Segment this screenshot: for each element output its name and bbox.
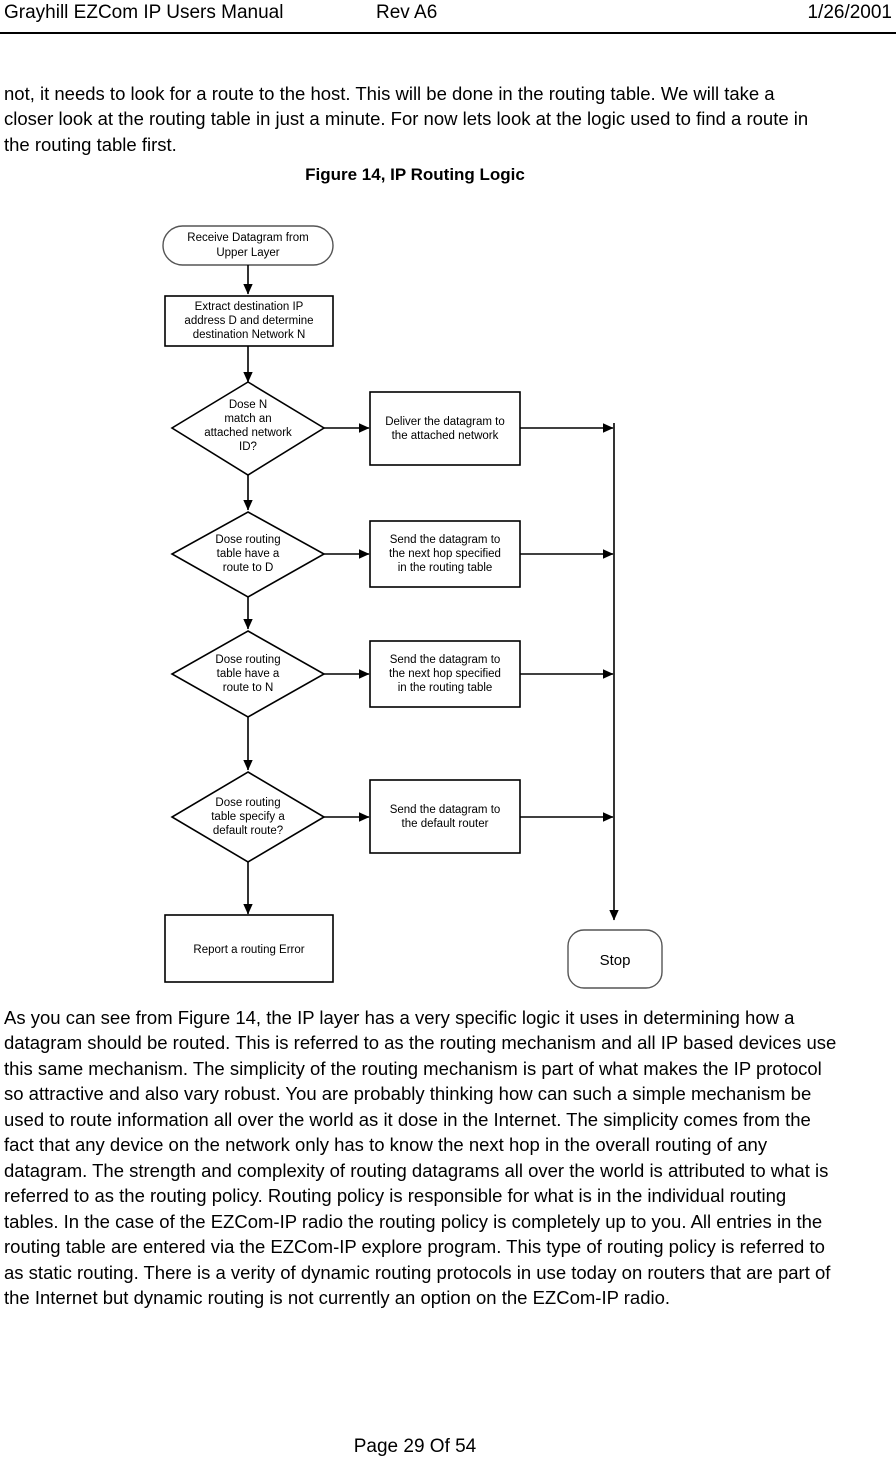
node-action1: Deliver the datagram to the attached net… bbox=[369, 391, 521, 466]
page-footer: Page 29 Of 54 bbox=[353, 1436, 477, 1457]
node-action3-line2: the next hop specified bbox=[389, 668, 501, 680]
node-start: Receive Datagram from Upper Layer bbox=[162, 225, 334, 266]
node-error-line1: Report a routing Error bbox=[193, 944, 304, 956]
node-stop-label: Stop bbox=[600, 952, 631, 969]
node-decision1-line4: ID? bbox=[239, 441, 257, 453]
page-header: Grayhill EZCom IP Users Manual Rev A6 1/… bbox=[0, 0, 896, 34]
node-start-line1: Receive Datagram from bbox=[187, 232, 308, 244]
node-decision2-line3: route to D bbox=[223, 562, 274, 574]
node-decision3: Dose routing table have a route to N bbox=[170, 630, 326, 718]
node-extract-line3: destination Network N bbox=[193, 329, 306, 341]
node-decision1-line3: attached network bbox=[204, 427, 292, 439]
node-extract: Extract destination IP address D and det… bbox=[164, 295, 334, 347]
node-decision4-line3: default route? bbox=[213, 825, 283, 837]
intro-paragraph: not, it needs to look for a route to the… bbox=[4, 82, 809, 155]
node-decision4: Dose routing table specify a default rou… bbox=[170, 771, 326, 863]
header-document-title: Grayhill EZCom IP Users Manual bbox=[4, 2, 284, 23]
header-revision: Rev A6 bbox=[376, 2, 438, 23]
node-action2-line2: the next hop specified bbox=[389, 548, 501, 560]
node-action3-line1: Send the datagram to bbox=[390, 654, 501, 666]
ip-routing-logic-flowchart: Receive Datagram from Upper Layer Extrac… bbox=[0, 205, 896, 1005]
node-decision3-line1: Dose routing bbox=[215, 654, 280, 666]
node-stop: Stop bbox=[567, 929, 663, 989]
node-extract-line2: address D and determine bbox=[184, 315, 313, 327]
node-action2: Send the datagram to the next hop specif… bbox=[369, 520, 521, 588]
node-action4: Send the datagram to the default router bbox=[369, 779, 521, 854]
node-decision4-line1: Dose routing bbox=[215, 797, 280, 809]
node-decision2-line2: table have a bbox=[217, 548, 280, 560]
node-action1-line2: the attached network bbox=[392, 430, 499, 442]
node-decision1-line2: match an bbox=[224, 413, 271, 425]
node-decision3-line2: table have a bbox=[217, 668, 280, 680]
node-action4-line1: Send the datagram to bbox=[390, 804, 501, 816]
node-start-line2: Upper Layer bbox=[216, 247, 279, 259]
node-action3: Send the datagram to the next hop specif… bbox=[369, 640, 521, 708]
node-extract-line1: Extract destination IP bbox=[195, 301, 304, 313]
node-action2-line3: in the routing table bbox=[398, 562, 493, 574]
node-action4-line2: the default router bbox=[402, 818, 489, 830]
header-date: 1/26/2001 bbox=[807, 2, 892, 23]
node-action2-line1: Send the datagram to bbox=[390, 534, 501, 546]
node-decision3-line3: route to N bbox=[223, 682, 274, 694]
node-decision2: Dose routing table have a route to D bbox=[170, 511, 326, 598]
node-action1-line1: Deliver the datagram to bbox=[385, 416, 505, 428]
node-error: Report a routing Error bbox=[164, 914, 334, 983]
node-decision1: Dose N match an attached network ID? bbox=[170, 381, 326, 476]
node-action3-line3: in the routing table bbox=[398, 682, 493, 694]
node-decision1-line1: Dose N bbox=[229, 399, 267, 411]
closing-paragraph: As you can see from Figure 14, the IP la… bbox=[4, 1006, 837, 1309]
node-decision4-line2: table specify a bbox=[211, 811, 285, 823]
figure-caption: Figure 14, IP Routing Logic bbox=[305, 165, 525, 184]
node-decision2-line1: Dose routing bbox=[215, 534, 280, 546]
